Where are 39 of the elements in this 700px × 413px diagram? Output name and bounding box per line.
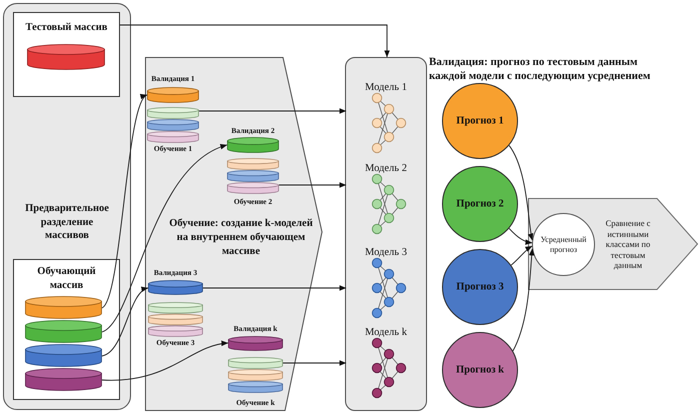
- trapezoid-panel: [145, 57, 323, 411]
- arrow: [512, 248, 534, 352]
- model-label: Модель k: [364, 327, 408, 338]
- cylinder-shape: [25, 296, 102, 319]
- arrow: [510, 246, 532, 266]
- circle-label: Прогноз 2: [456, 197, 504, 211]
- model-label: Модель 1: [364, 82, 408, 93]
- cylinder-shape: [27, 44, 105, 70]
- arrow: [202, 285, 346, 291]
- rounded-panel: [345, 57, 427, 411]
- circle-label: Усредненный прогноз: [540, 234, 588, 254]
- outlined-box: [13, 259, 120, 400]
- section-heading: Валидация: прогноз по тестовым данным каждой модели с последующим усреднением: [429, 56, 652, 83]
- circle-label: Прогноз k: [456, 363, 504, 377]
- outlined-box: [13, 12, 120, 97]
- cylinder-shape: [25, 320, 102, 343]
- arrow: [282, 360, 346, 366]
- arrow: [102, 288, 148, 356]
- arrow: [508, 144, 534, 241]
- model-label: Модель 2: [364, 163, 408, 174]
- arrow: [102, 341, 228, 381]
- box-heading: Обучающий массив: [36, 265, 97, 292]
- cylinder-shape: [25, 344, 102, 367]
- rounded-panel: [3, 3, 131, 410]
- arrow: [120, 24, 390, 58]
- model-label: Модель 3: [364, 247, 408, 258]
- circle-label: Прогноз 3: [456, 280, 504, 294]
- arrow: [278, 182, 346, 188]
- arrow: [102, 144, 228, 332]
- cylinder-shape: [25, 368, 102, 391]
- panel-heading: Предварительное разделение массивов: [24, 202, 110, 242]
- box-heading: Тестовый массив: [24, 21, 108, 34]
- arrow: [198, 108, 346, 114]
- circle-label: Прогноз 1: [456, 114, 504, 128]
- panel-text: Сравнение с истинными классами по тестовым данным: [604, 218, 652, 270]
- panel-heading: Обучение: создание k-моделей на внутреннем обучающем массиве: [168, 217, 314, 259]
- arrow: [508, 228, 532, 245]
- arrow: [102, 94, 148, 308]
- arrow-shape-panel: [528, 198, 698, 290]
